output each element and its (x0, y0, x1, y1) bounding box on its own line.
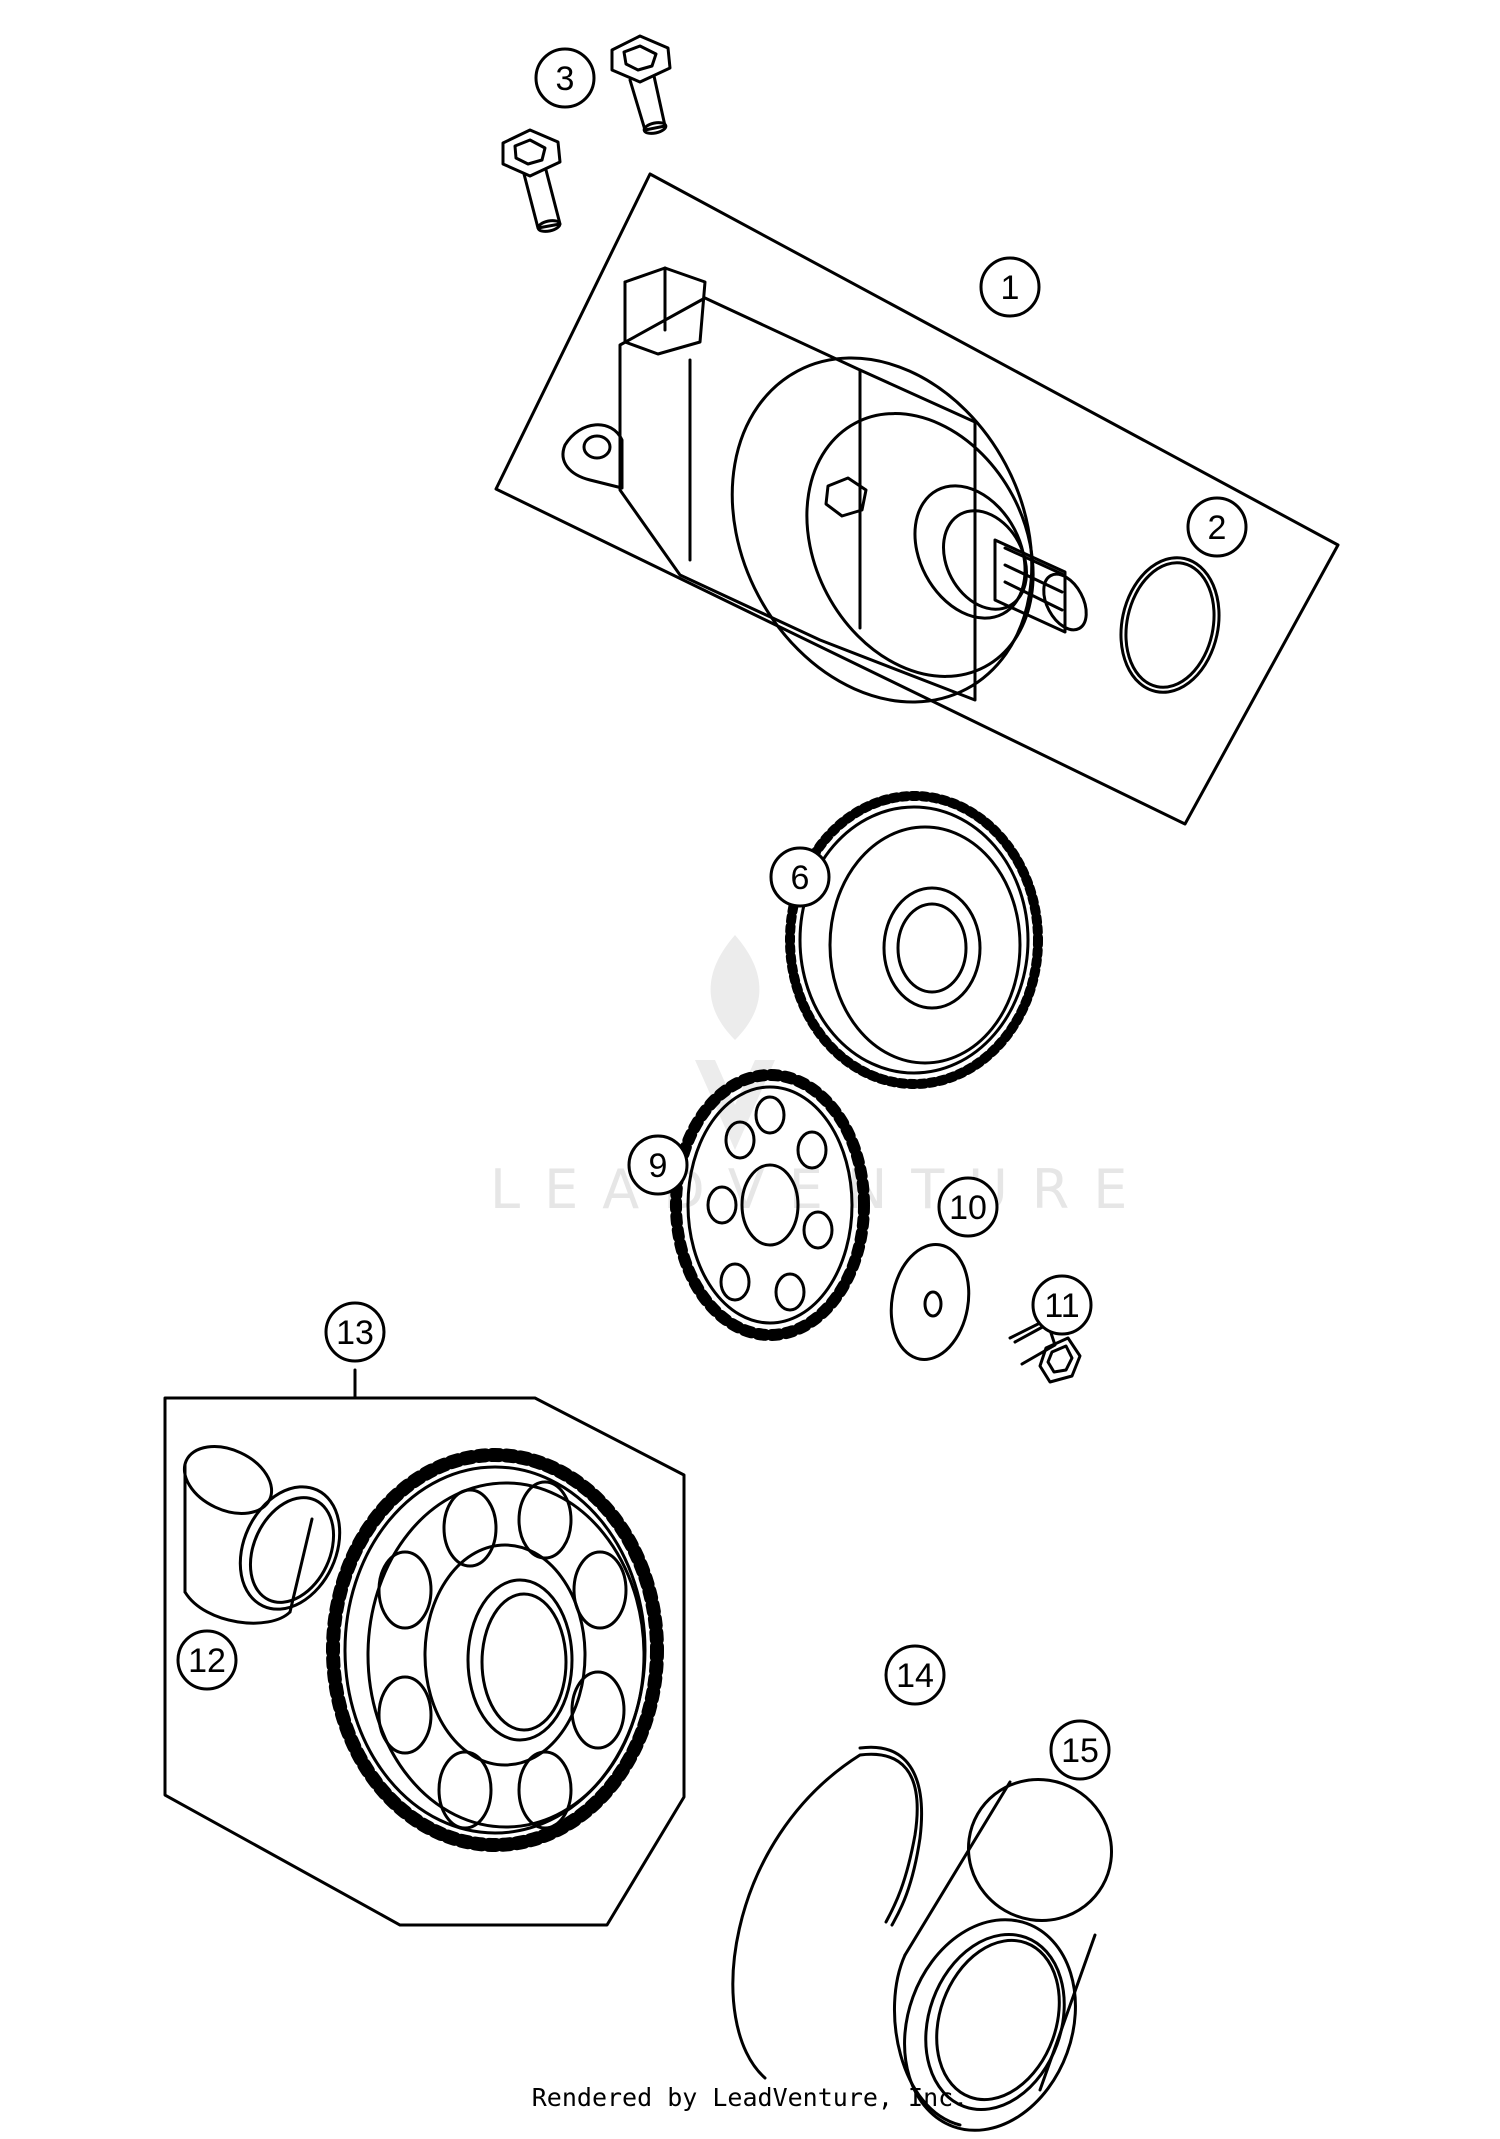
starter-motor-mount-ear (561, 423, 624, 490)
callout-9[interactable]: 9 (627, 1134, 689, 1196)
callout-12[interactable]: 12 (176, 1629, 238, 1691)
rendered-by-footer: Rendered by LeadVenture, Inc. (531, 2083, 969, 2112)
callout-13-label: 13 (336, 1314, 374, 1352)
part-1-group-box (494, 172, 1340, 826)
callout-1[interactable]: 1 (979, 256, 1041, 318)
callout-2[interactable]: 2 (1186, 496, 1248, 558)
callout-10[interactable]: 10 (937, 1176, 999, 1238)
starter-motor-pinion (993, 538, 1067, 634)
callout-12-label: 12 (188, 1642, 226, 1680)
callout-9-label: 9 (649, 1147, 668, 1185)
starter-motor-bolt-head (824, 476, 868, 518)
callout-14[interactable]: 14 (884, 1644, 946, 1706)
part-13-large-gear (326, 1448, 664, 1852)
part-14-snap-ring (731, 1745, 924, 2080)
starter-motor-shaft-collar (913, 484, 1027, 620)
part-6-gear (785, 791, 1043, 1089)
starter-motor-end-face (730, 356, 1034, 704)
callout-6[interactable]: 6 (769, 846, 831, 908)
part-3-screw-lower (501, 128, 562, 233)
part-2-o-ring (1119, 556, 1221, 694)
starter-motor (561, 266, 1088, 704)
part-13-group-box (163, 1396, 686, 1927)
callout-14-label: 14 (896, 1657, 934, 1695)
callout-15[interactable]: 15 (1049, 1719, 1111, 1781)
part-3-screw-upper (610, 34, 672, 135)
callout-3-label: 3 (556, 60, 575, 98)
callout-10-label: 10 (949, 1189, 987, 1227)
callout-6-label: 6 (791, 859, 810, 897)
callout-2-label: 2 (1208, 509, 1227, 547)
part-9-sprocket (670, 1069, 870, 1341)
leadventure-logo-icon (695, 935, 775, 1150)
part-10-washer (889, 1243, 971, 1361)
starter-motor-housing (618, 296, 977, 702)
callout-13[interactable]: 13 (324, 1301, 386, 1363)
part-12-bushing (182, 1445, 342, 1625)
callout-1-label: 1 (1001, 269, 1020, 307)
callout-11[interactable]: 11 (1031, 1274, 1093, 1336)
part-15-bearing (893, 1777, 1114, 2132)
callout-3[interactable]: 3 (534, 47, 596, 109)
watermark: LEADVENTURE (490, 935, 1127, 1221)
callout-15-label: 15 (1061, 1732, 1099, 1770)
callout-11-label: 11 (1044, 1287, 1079, 1325)
